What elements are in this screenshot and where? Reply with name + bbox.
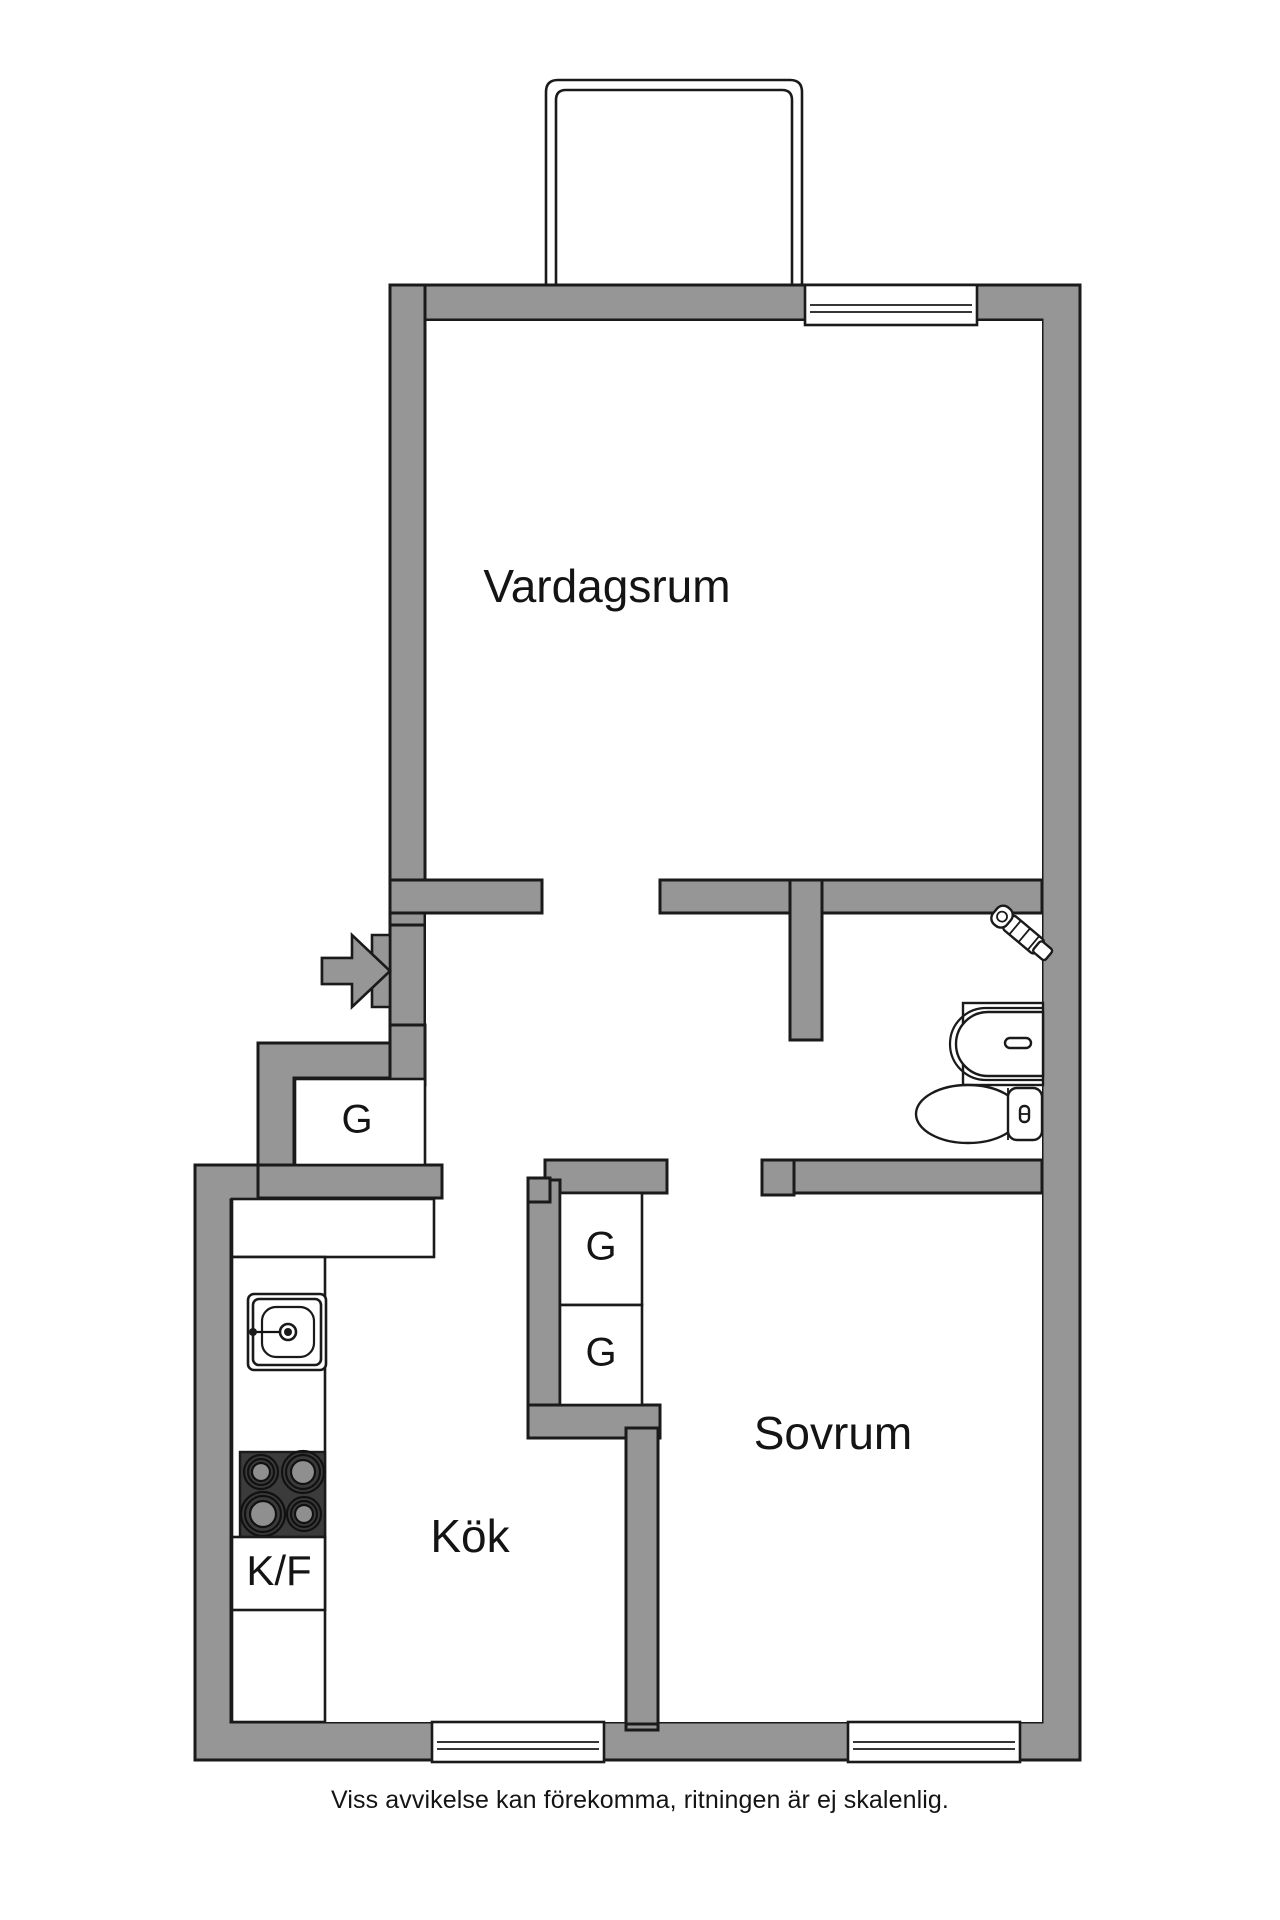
wall-livingroom-bottom-redraw <box>658 878 1044 915</box>
wall-kitchen-bedroom-divider-redraw <box>624 1426 660 1726</box>
appliance-label-fridge-freezer: K/F <box>246 1547 311 1594</box>
closet-bedroom-lower <box>558 1303 644 1407</box>
wall-closet-top-redraw <box>543 1158 669 1195</box>
wall-outlines <box>256 283 1044 1726</box>
wall-hall-bath-divider-redraw <box>788 878 824 1042</box>
toilet-icon <box>914 1083 1044 1145</box>
entrance-arrow-icon <box>320 931 392 1011</box>
wall-livingroom-left-stub-redraw <box>388 878 544 915</box>
wall-closet-left-redraw <box>526 1178 562 1440</box>
kitchen-sink-icon <box>246 1292 328 1372</box>
wall-left-entry-lower-redraw <box>388 1023 427 1085</box>
balcony-railing <box>544 78 804 290</box>
wall-closet-nub-redraw <box>526 1176 552 1204</box>
wall-bathroom-bottom-redraw <box>760 1158 1044 1195</box>
wall-hall-closet-bottom-redraw <box>256 1163 444 1200</box>
room-label-vardagsrum: Vardagsrum <box>483 560 730 612</box>
wall-bathroom-nub-redraw <box>760 1158 796 1197</box>
sink-basin-icon <box>948 1001 1045 1087</box>
plan-disclaimer-caption: Viss avvikelse kan förekomma, ritningen … <box>331 1786 949 1814</box>
fridge-freezer-box <box>230 1535 327 1612</box>
wall-left-upper-redraw <box>388 283 427 887</box>
counter-upper <box>230 1197 436 1259</box>
room-hall-floor-2 <box>660 914 790 1159</box>
window-kitchen <box>430 1720 606 1764</box>
room-vardagsrum-floor <box>426 321 1042 879</box>
room-label-sovrum: Sovrum <box>754 1407 912 1459</box>
window-bedroom <box>846 1720 1022 1764</box>
closet-label-bedroom-upper: G <box>585 1225 616 1269</box>
stove-four-burner-icon <box>238 1449 327 1539</box>
room-label-kok: Kök <box>430 1510 510 1562</box>
room-sovrum-floor <box>659 1194 1042 1722</box>
closet-bedroom-group <box>558 1191 644 1407</box>
window-balcony-top <box>803 283 979 327</box>
closet-label-bedroom-lower: G <box>585 1331 616 1375</box>
shower-faucet-icon <box>990 904 1054 962</box>
closet-bedroom-upper <box>558 1191 644 1307</box>
closet-hall <box>293 1077 427 1167</box>
closet-label-hall: G <box>341 1098 372 1142</box>
